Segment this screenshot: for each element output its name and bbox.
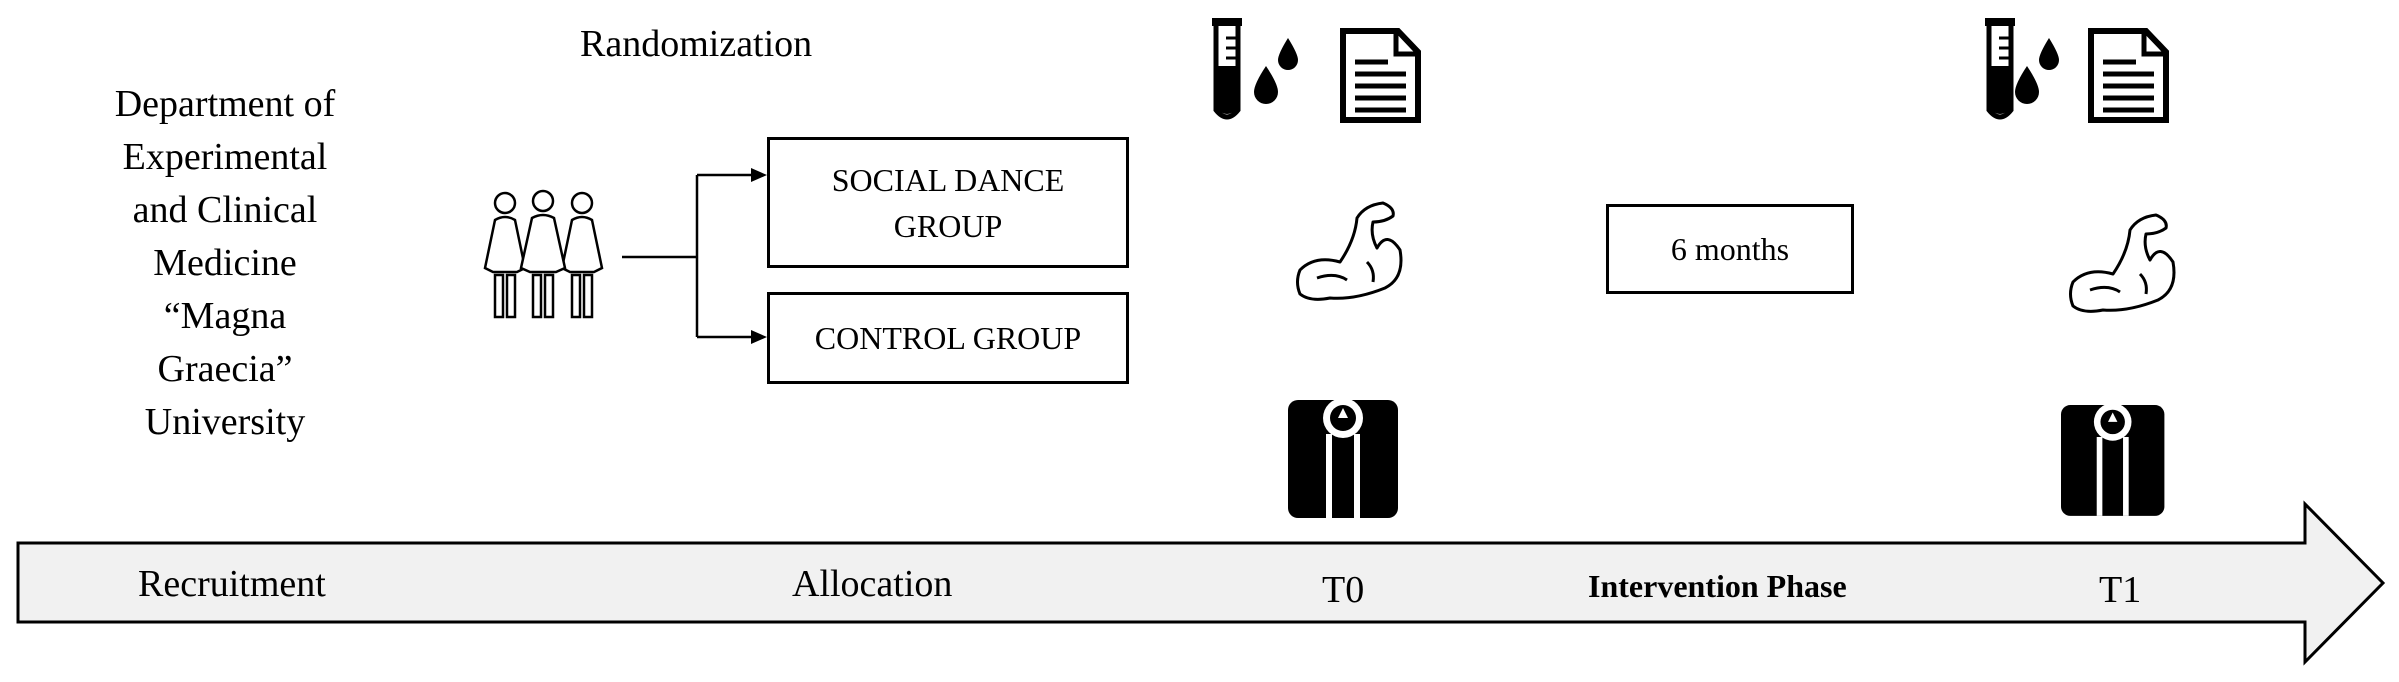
social-dance-group-box: SOCIAL DANCE GROUP xyxy=(767,137,1129,268)
institution-line: Department of xyxy=(114,83,336,125)
institution-line: Medicine xyxy=(153,242,297,284)
randomization-connector xyxy=(622,173,752,339)
timeline-allocation: Allocation xyxy=(792,563,953,605)
t0-icons xyxy=(1212,18,1421,518)
flexed-arm-icon xyxy=(1296,201,1403,301)
arrowhead-control xyxy=(751,330,767,344)
institution-line: University xyxy=(144,401,306,443)
timeline-arrow xyxy=(16,500,2386,666)
institution-name: Department of Experimental and Clinical … xyxy=(40,78,410,449)
group-label-line: SOCIAL DANCE xyxy=(831,161,1065,198)
group-label-line: CONTROL GROUP xyxy=(814,320,1082,356)
control-group-box: CONTROL GROUP xyxy=(767,292,1129,384)
blood-drops-icon xyxy=(1254,38,1298,104)
duration-label: 6 months xyxy=(1670,231,1790,267)
test-tube-icon xyxy=(1985,18,2015,120)
test-tube-icon xyxy=(1212,18,1242,120)
timeline-t0: T0 xyxy=(1322,569,1365,611)
document-icon xyxy=(2088,28,2169,123)
flexed-arm-icon xyxy=(2069,213,2176,313)
t1-icons xyxy=(1985,18,2176,516)
weighing-scale-icon xyxy=(2061,403,2165,516)
timeline-intervention-phase: Intervention Phase xyxy=(1588,568,1847,604)
blood-drops-icon xyxy=(2015,38,2059,104)
people-icon xyxy=(483,189,604,319)
randomization-title: Randomization xyxy=(580,23,813,65)
duration-box: 6 months xyxy=(1606,204,1854,294)
timeline-t1: T1 xyxy=(2099,569,2142,611)
institution-line: “Magna xyxy=(163,295,287,337)
weighing-scale-icon xyxy=(1288,398,1398,518)
institution-line: Graecia” xyxy=(157,348,293,390)
institution-line: Experimental xyxy=(122,136,328,178)
document-icon xyxy=(1340,28,1421,123)
timeline-recruitment: Recruitment xyxy=(138,563,326,605)
institution-line: and Clinical xyxy=(132,189,318,231)
group-label-line: GROUP xyxy=(893,207,1003,244)
arrowhead-social xyxy=(751,168,767,182)
